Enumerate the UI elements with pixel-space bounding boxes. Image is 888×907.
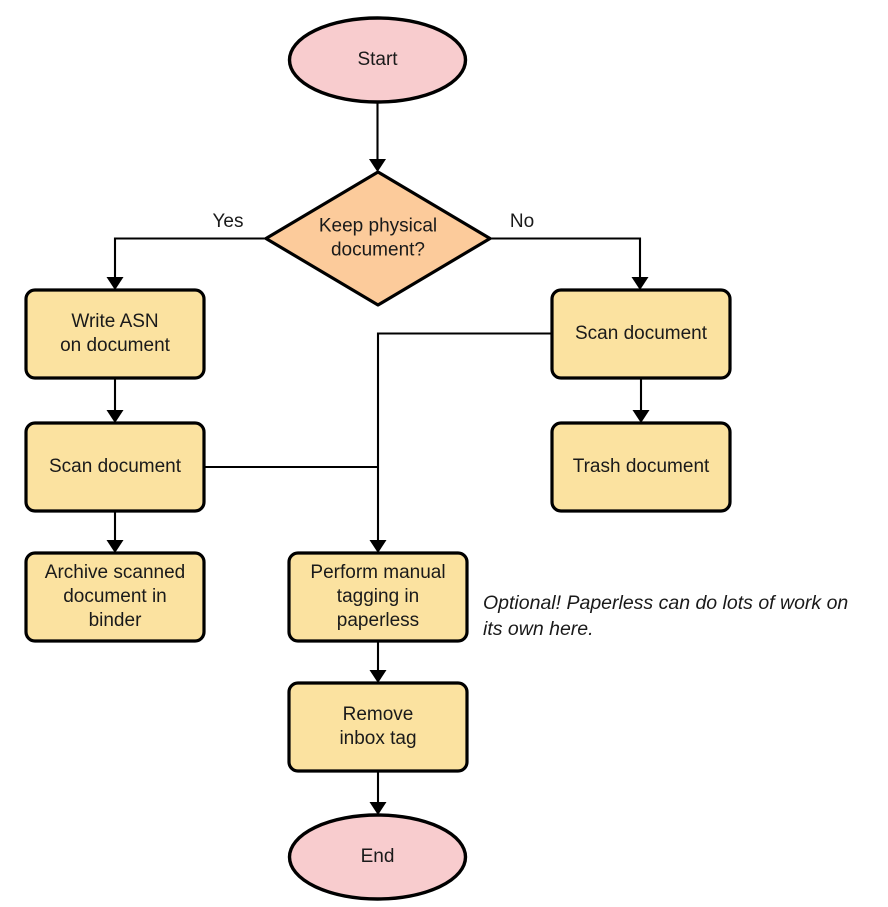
arrowhead-icon — [106, 540, 124, 553]
arrowhead-icon — [369, 670, 387, 683]
node-label: inbox tag — [339, 728, 416, 749]
node-label: End — [361, 846, 395, 867]
arrowhead-icon — [632, 410, 650, 423]
node-write-asn[interactable]: Write ASN on document — [24, 288, 206, 380]
node-end[interactable]: End — [287, 813, 468, 901]
annotations-layer: Optional! Paperless can do lots of work … — [483, 592, 848, 640]
node-label: Keep physical — [319, 216, 437, 237]
node-label: Perform manual — [310, 562, 445, 583]
node-label: Archive scanned — [45, 562, 185, 583]
edge-label: Yes — [213, 211, 244, 232]
annotation-line: its own here. — [483, 618, 594, 640]
node-label: on document — [60, 335, 171, 356]
node-label: Scan document — [575, 323, 708, 344]
node-trash[interactable]: Trash document — [550, 421, 732, 513]
edge-label: No — [510, 211, 534, 232]
process-shape[interactable] — [287, 551, 469, 643]
decision-shape[interactable] — [264, 170, 492, 307]
node-label: paperless — [337, 610, 419, 631]
arrowhead-icon — [631, 277, 649, 290]
process-shape[interactable] — [550, 421, 732, 513]
edge-scan-right-to-trash — [632, 378, 650, 423]
node-label: document in — [63, 586, 167, 607]
edge-line — [113, 237, 266, 284]
node-scan-right[interactable]: Scan document — [550, 288, 732, 380]
node-manual-tagging[interactable]: Perform manual tagging in paperless — [287, 551, 469, 643]
node-scan-left[interactable]: Scan document — [24, 421, 206, 513]
edge-scan-right-to-manual-tagging — [369, 332, 552, 553]
edge-start-to-decision — [369, 102, 386, 172]
edge-line — [490, 237, 642, 284]
process-shape[interactable] — [24, 421, 206, 513]
arrowhead-icon — [106, 277, 124, 290]
terminal-shape[interactable] — [287, 813, 468, 901]
edge-remove-inbox-tag-to-end — [369, 771, 387, 815]
node-label: tagging in — [337, 586, 419, 607]
process-shape[interactable] — [550, 288, 732, 380]
annotation-line: Optional! Paperless can do lots of work … — [483, 592, 848, 614]
process-shape[interactable] — [24, 288, 206, 380]
edges-layer: Yes No — [106, 102, 650, 815]
node-label: Write ASN — [71, 311, 158, 332]
annotation-optional-note: Optional! Paperless can do lots of work … — [483, 592, 848, 640]
arrowhead-icon — [369, 159, 386, 172]
node-remove-inbox-tag[interactable]: Remove inbox tag — [287, 681, 469, 773]
edge-decision-yes-to-write-asn: Yes — [106, 211, 266, 290]
arrowhead-icon — [369, 802, 387, 815]
node-label: document? — [331, 240, 425, 261]
node-label: Scan document — [49, 456, 182, 477]
node-label: Remove — [343, 704, 414, 725]
edge-manual-tagging-to-remove-inbox-tag — [369, 641, 387, 683]
node-label: Trash document — [573, 456, 710, 477]
process-shape[interactable] — [24, 551, 206, 643]
node-archive-binder[interactable]: Archive scanned document in binder — [24, 551, 206, 643]
arrowhead-icon — [369, 540, 387, 553]
node-label: binder — [89, 610, 142, 631]
process-shape[interactable] — [287, 681, 469, 773]
edge-write-asn-to-scan-left — [106, 378, 124, 423]
node-label: Start — [357, 49, 398, 70]
edge-line — [376, 332, 552, 547]
terminal-shape[interactable] — [287, 16, 468, 104]
arrowhead-icon — [106, 410, 124, 423]
node-keep-physical[interactable]: Keep physical document? — [264, 170, 492, 307]
edge-scan-left-to-archive — [106, 511, 124, 553]
edge-decision-no-to-scan-right: No — [490, 211, 649, 290]
node-start[interactable]: Start — [287, 16, 468, 104]
